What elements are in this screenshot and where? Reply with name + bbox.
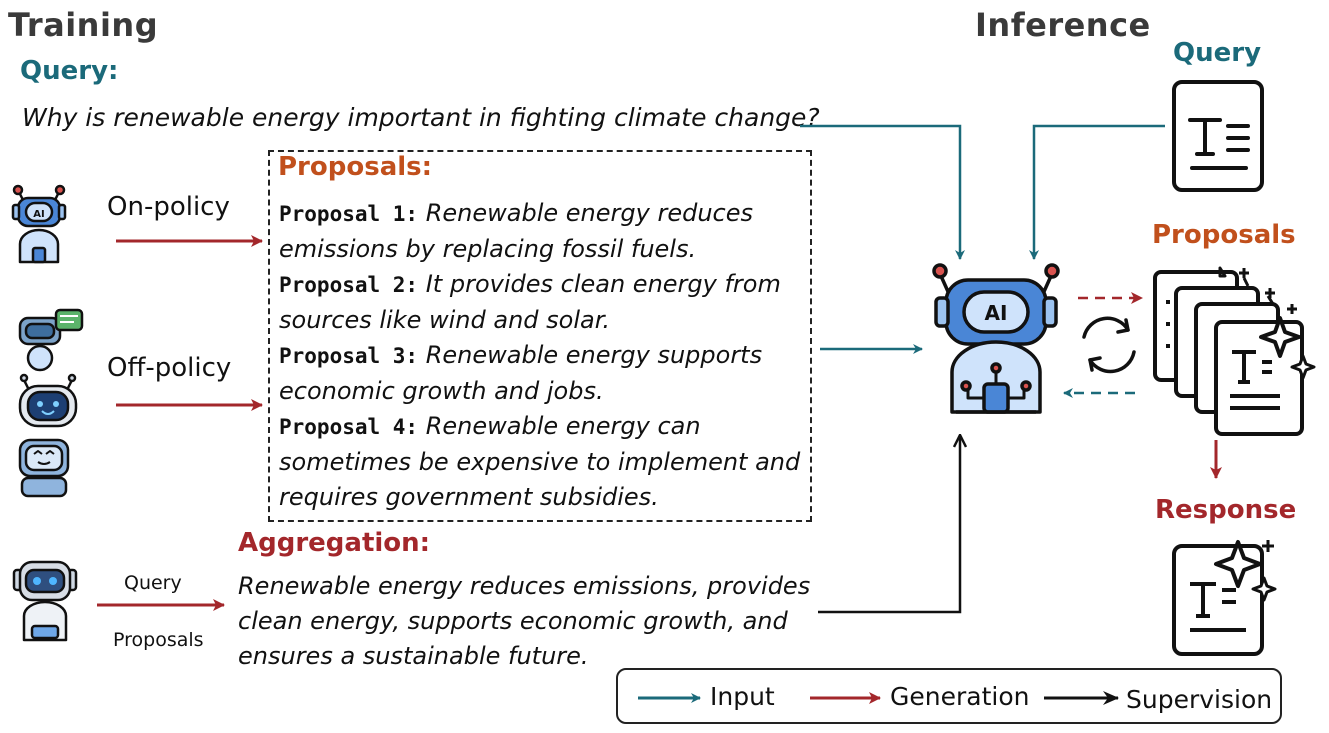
on-policy-robot-icon: [11, 184, 67, 264]
on-policy-robot-badge: AI: [33, 209, 44, 220]
query-text: Why is renewable energy important in fig…: [22, 103, 820, 132]
proposal-4: Proposal 4: Renewable energy can: [279, 409, 800, 445]
smiling-robot-icon: [18, 373, 78, 428]
agg-input-proposals-label: Proposals: [113, 629, 204, 651]
proposal-1-line1: Renewable energy reduces: [425, 199, 753, 227]
proposal-2-line1: It provides clean energy from: [425, 270, 781, 298]
inference-query-label: Query: [1173, 38, 1262, 68]
query-to-model-arrow: [800, 124, 965, 260]
legend-input-label: Input: [710, 682, 775, 711]
proposal-1-label: Proposal 1:: [279, 202, 419, 226]
proposal-4-line3: requires government subsidies.: [279, 483, 659, 511]
proposal-4-cont: sometimes be expensive to implement and: [279, 445, 800, 480]
query-heading: Query:: [20, 56, 119, 86]
legend: Input Generation Supervision: [616, 668, 1282, 724]
agg-input-query-label: Query: [124, 572, 182, 594]
aggregation-heading: Aggregation:: [238, 528, 431, 558]
proposal-2-label: Proposal 2:: [279, 273, 419, 297]
legend-generation-label: Generation: [890, 682, 1030, 711]
aggregation-line-2: clean energy, supports economic growth, …: [238, 607, 788, 635]
proposal-3-label: Proposal 3:: [279, 344, 419, 368]
proposal-4-cont2: requires government subsidies.: [279, 480, 800, 515]
inference-response-label: Response: [1155, 495, 1297, 525]
inference-proposals-label: Proposals: [1152, 220, 1296, 250]
inference-query-to-model-arrow: [1029, 124, 1165, 260]
proposal-1-cont: emissions by replacing fossil fuels.: [279, 232, 800, 267]
aggregator-robot-icon: [12, 560, 78, 642]
response-document-icon: [1172, 540, 1277, 656]
proposals-stack-icon: [1153, 266, 1316, 436]
proposal-4-label: Proposal 4:: [279, 415, 419, 439]
inference-title: Inference: [975, 6, 1151, 44]
aggregation-text: Renewable energy reduces emissions, prov…: [238, 569, 810, 674]
proposals-heading: Proposals:: [278, 152, 433, 182]
training-title: Training: [8, 6, 159, 44]
aggregation-line-3: ensures a sustainable future.: [238, 642, 589, 670]
chat-robot-icon: [18, 308, 84, 372]
proposal-4-line2: sometimes be expensive to implement and: [279, 448, 801, 476]
proposal-3-cont: economic growth and jobs.: [279, 374, 800, 409]
proposal-2-line2: sources like wind and solar.: [279, 306, 610, 334]
screen-robot-icon: [18, 438, 70, 498]
proposal-2-cont: sources like wind and solar.: [279, 303, 800, 338]
proposal-3: Proposal 3: Renewable energy supports: [279, 338, 800, 374]
proposal-1: Proposal 1: Renewable energy reduces: [279, 196, 800, 232]
proposal-3-line1: Renewable energy supports: [425, 341, 763, 369]
proposal-4-line1: Renewable energy can: [425, 412, 701, 440]
off-policy-label: Off-policy: [107, 353, 232, 383]
proposal-2: Proposal 2: It provides clean energy fro…: [279, 267, 800, 303]
legend-supervision-label: Supervision: [1126, 685, 1273, 714]
proposal-3-line2: economic growth and jobs.: [279, 377, 604, 405]
proposal-1-line2: emissions by replacing fossil fuels.: [279, 235, 697, 263]
model-robot-icon: [932, 263, 1060, 414]
query-document-icon: [1172, 80, 1264, 192]
supervision-arrow: [818, 436, 960, 614]
on-policy-label: On-policy: [107, 192, 230, 222]
proposals-box: [268, 150, 812, 522]
model-robot-badge: AI: [985, 301, 1008, 325]
proposal-list: Proposal 1: Renewable energy reduces emi…: [279, 196, 800, 515]
cycle-icon: [1082, 316, 1136, 374]
aggregation-line-1: Renewable energy reduces emissions, prov…: [238, 572, 811, 600]
